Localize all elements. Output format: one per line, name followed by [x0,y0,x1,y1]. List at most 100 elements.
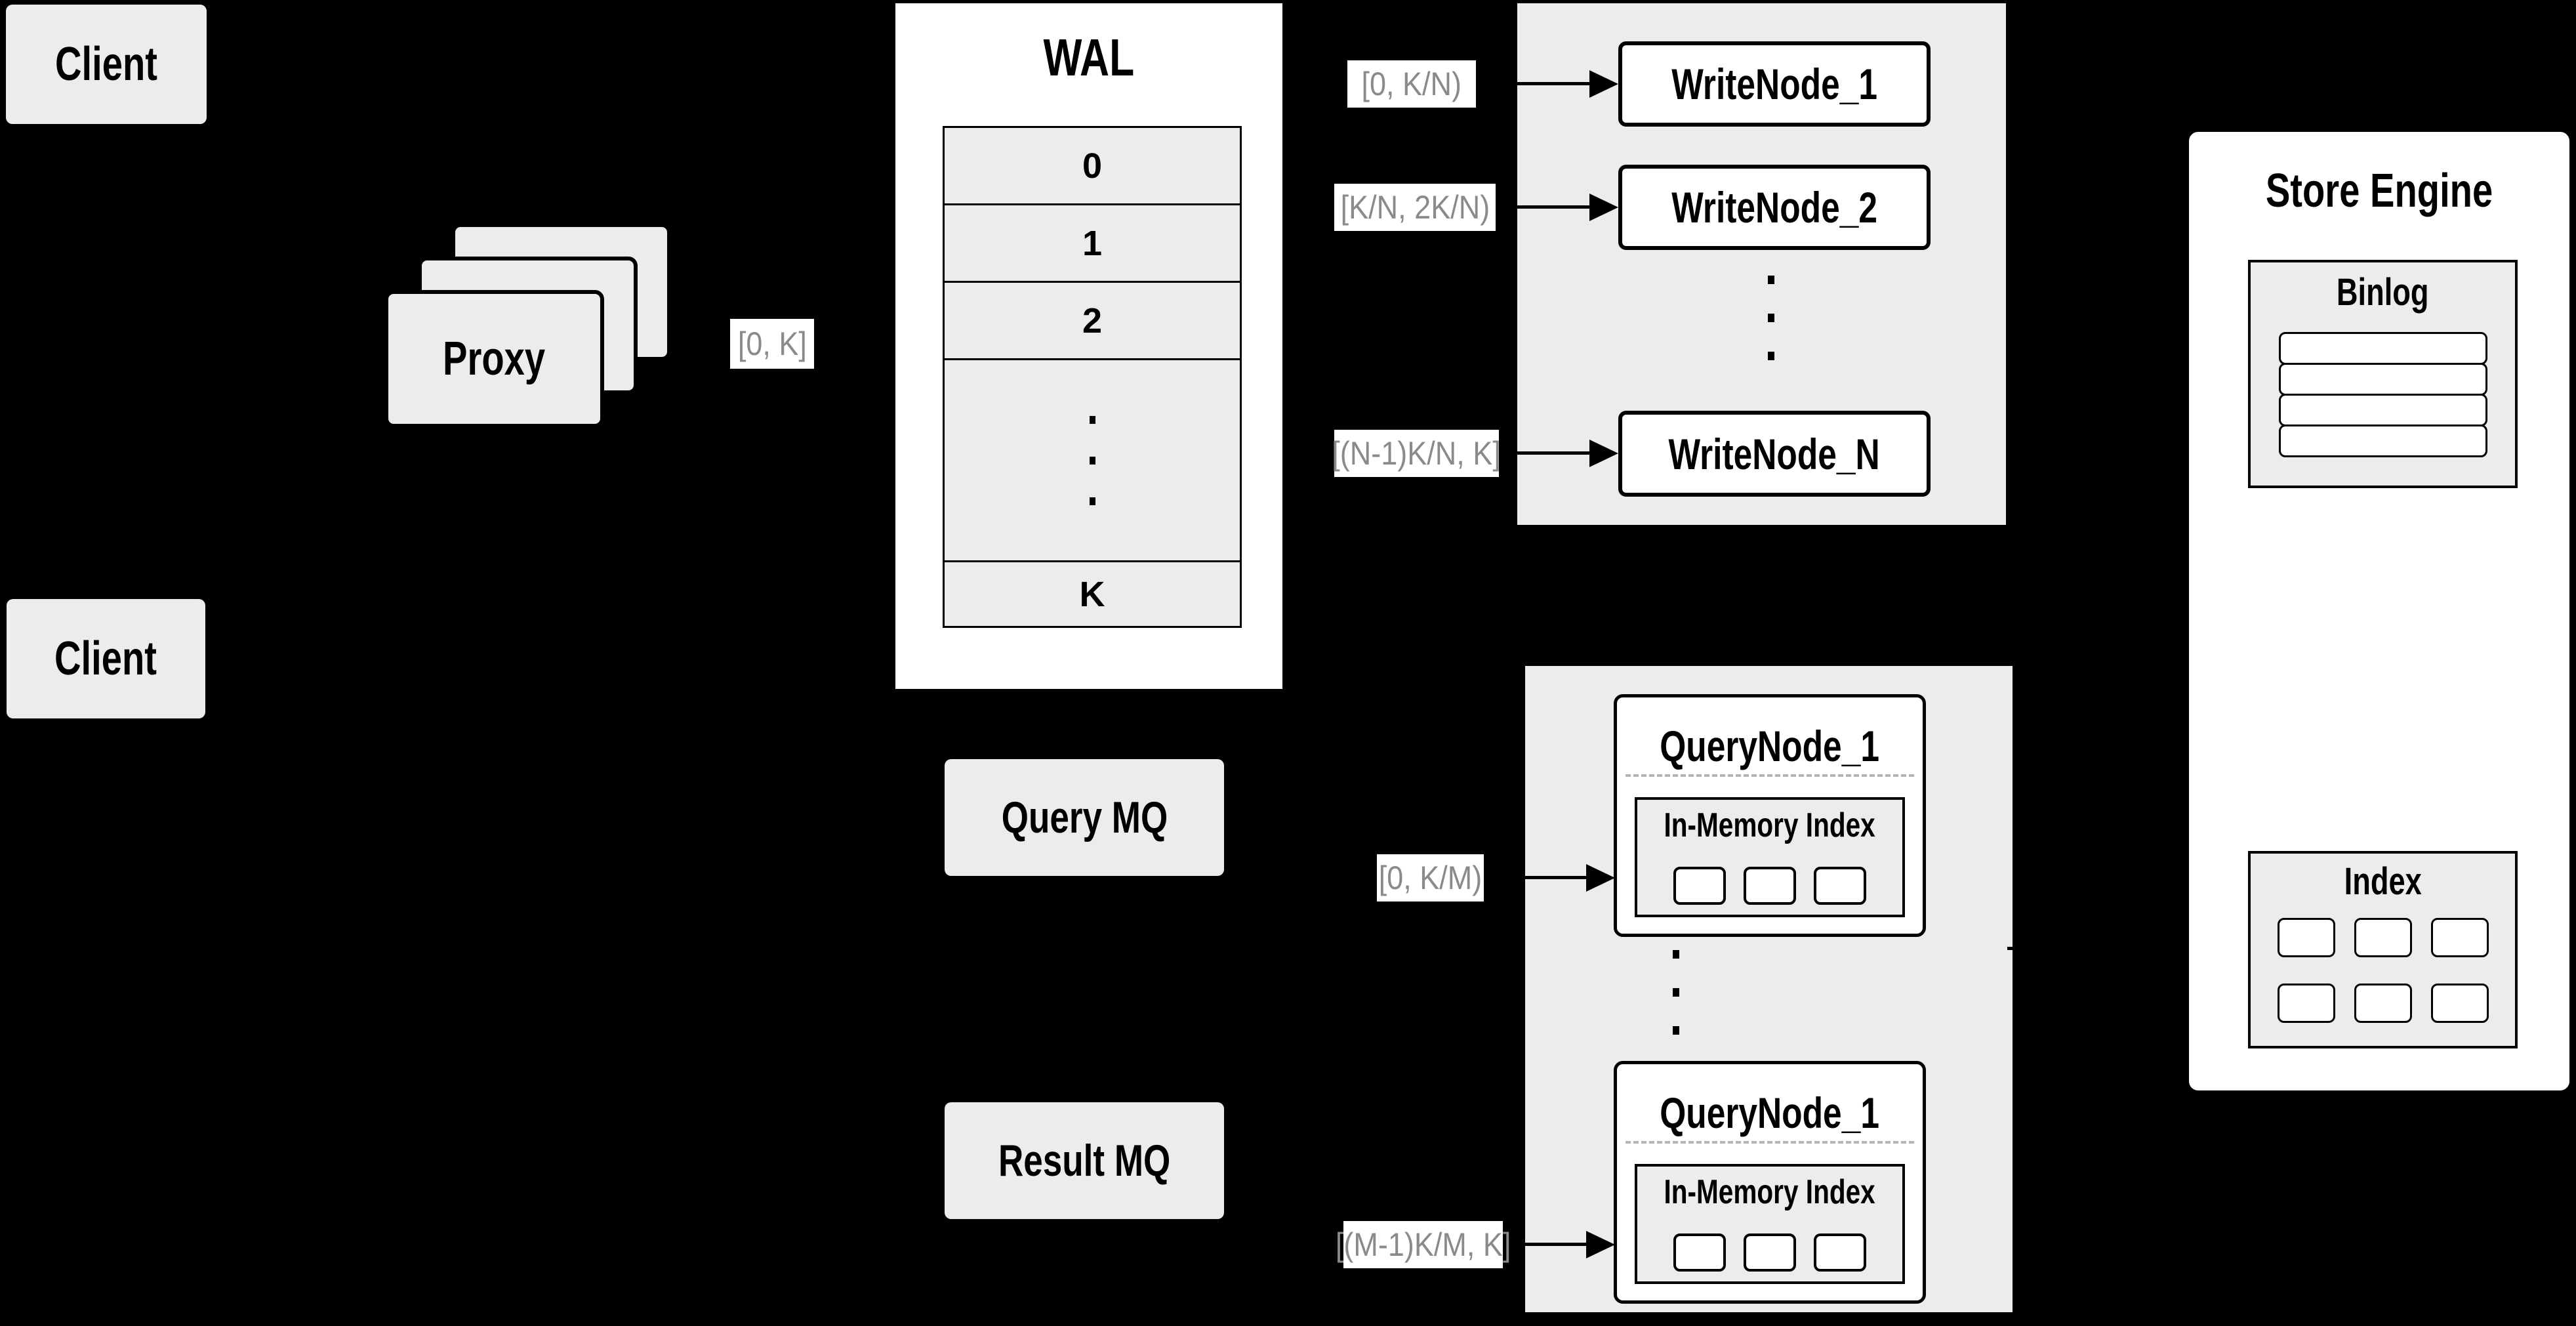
range-label-write1: [0, K/N) [1347,60,1476,108]
wal-segment-row: 1 [945,205,1240,283]
client-top-box: Client [6,5,207,124]
arrow-head-writeN [1589,440,1618,467]
binlog-row [2278,363,2487,396]
wal-title-wrap: WAL [895,28,1282,87]
memory-index-title: In-Memory Index [1664,1173,1876,1211]
write-node-1-label: WriteNode_1 [1671,60,1877,108]
wal-segment-table: 0 1 2 K [943,126,1242,628]
range-label-query-text: [0, K/M) [1378,860,1482,896]
query-node-2-title: QueryNode_1 [1660,1088,1880,1137]
arrow-head-write1 [1589,70,1618,98]
index-title: Index [2344,860,2422,903]
memory-segment [1673,867,1726,905]
range-label-write1-text: [0, K/N) [1361,66,1462,102]
binlog-title-wrap: Binlog [2251,269,2515,315]
wal-segment-row: 0 [945,128,1240,205]
memory-segment [1814,1233,1866,1272]
query-node-1-divider [1625,774,1914,777]
query-node-2-divider [1625,1141,1914,1144]
index-segment [2277,984,2335,1023]
binlog-title: Binlog [2337,270,2429,314]
range-label-proxy-wal-text: [0, K] [737,325,807,362]
query-node-2: QueryNode_1 In-Memory Index [1614,1061,1926,1304]
index-squares-row1 [2251,918,2515,957]
range-label-result-text: [(M-1)K/M, K] [1335,1226,1511,1263]
proxy-card-front: Proxy [384,290,604,428]
binlog-row [2278,332,2487,365]
range-label-write2: [K/N, 2K/N) [1334,184,1496,231]
client-top-label: Client [54,38,157,91]
arrow-head-write2 [1589,194,1618,221]
arrow-line-binlog [2007,398,2204,402]
query-panel-ellipsis-dot [1673,988,1679,997]
wal-segment-row: 2 [945,283,1240,360]
memory-segment [1744,1233,1796,1272]
index-squares-row2 [2251,984,2515,1023]
binlog-row [2278,394,2487,426]
result-mq-box: Result MQ [945,1102,1224,1219]
query-node-1: QueryNode_1 In-Memory Index [1614,694,1926,937]
store-engine-title: Store Engine [2265,165,2493,217]
wal-box: WAL 0 1 2 K [895,3,1282,689]
arrow-line-write1 [1476,82,1592,85]
ellipsis-dot [1089,415,1095,424]
write-panel-ellipsis-dot [1768,276,1774,284]
query-mq-label: Query MQ [1001,793,1168,842]
arrow-head-query [1586,864,1615,892]
query-node-1-title-wrap: QueryNode_1 [1617,721,1923,771]
memory-segment [1673,1233,1726,1272]
index-segment [2354,918,2412,957]
index-segment [2430,918,2489,957]
index-segment [2354,984,2412,1023]
memory-segment [1744,867,1796,905]
wal-segment-1: 1 [1082,223,1103,263]
query-node-1-memory-index: In-Memory Index [1635,797,1905,917]
range-label-write2-text: [K/N, 2K/N) [1340,189,1490,226]
binlog-rows [2251,332,2515,457]
memory-segment [1814,867,1866,905]
query-mq-box: Query MQ [945,759,1224,876]
write-node-n-label: WriteNode_N [1668,429,1881,478]
wal-segment-0: 0 [1082,146,1103,186]
query-node-2-memory-index: In-Memory Index [1635,1164,1905,1284]
ellipsis-dot [1089,456,1095,465]
client-bottom-box: Client [7,599,205,718]
query-panel-ellipsis-dot [1673,1026,1679,1035]
arrow-line-index [2007,947,2204,950]
store-engine-box: Store Engine Binlog Index [2186,129,2572,1093]
range-label-writeN-text: [(N-1)K/N, K] [1332,435,1502,472]
wal-segment-2: 2 [1082,300,1103,341]
index-segment [2430,984,2489,1023]
store-engine-title-wrap: Store Engine [2189,163,2569,218]
write-node-2-label: WriteNode_2 [1671,183,1877,232]
memory-index-segments [1637,1233,1902,1272]
binlog-row [2278,425,2487,457]
client-bottom-label: Client [54,632,157,685]
write-panel-ellipsis-dot [1768,314,1774,322]
ellipsis-dot [1089,497,1095,505]
range-label-query: [0, K/M) [1377,854,1484,901]
wal-title: WAL [1043,28,1135,87]
arrow-head-result [1586,1231,1615,1258]
memory-index-title-wrap: In-Memory Index [1637,1172,1902,1212]
range-label-proxy-wal: [0, K] [730,319,814,369]
memory-index-segments [1637,867,1902,905]
memory-index-title: In-Memory Index [1664,806,1876,844]
write-node-n: WriteNode_N [1618,411,1931,497]
write-node-1: WriteNode_1 [1618,41,1931,127]
query-node-1-title: QueryNode_1 [1660,722,1880,770]
arrow-line-writeN [1499,451,1592,455]
index-title-wrap: Index [2251,859,2515,903]
range-label-writeN: [(N-1)K/N, K] [1332,430,1502,477]
proxy-label: Proxy [443,333,546,385]
result-mq-label: Result MQ [998,1136,1171,1186]
query-panel-ellipsis-dot [1673,950,1679,959]
write-panel-ellipsis-dot [1768,352,1774,360]
arrow-line-write2 [1496,205,1592,209]
wal-segment-row: K [945,562,1240,626]
index-segment [2277,918,2335,957]
query-node-2-title-wrap: QueryNode_1 [1617,1088,1923,1138]
wal-segment-k: K [1079,574,1105,614]
binlog-box: Binlog [2248,260,2518,488]
